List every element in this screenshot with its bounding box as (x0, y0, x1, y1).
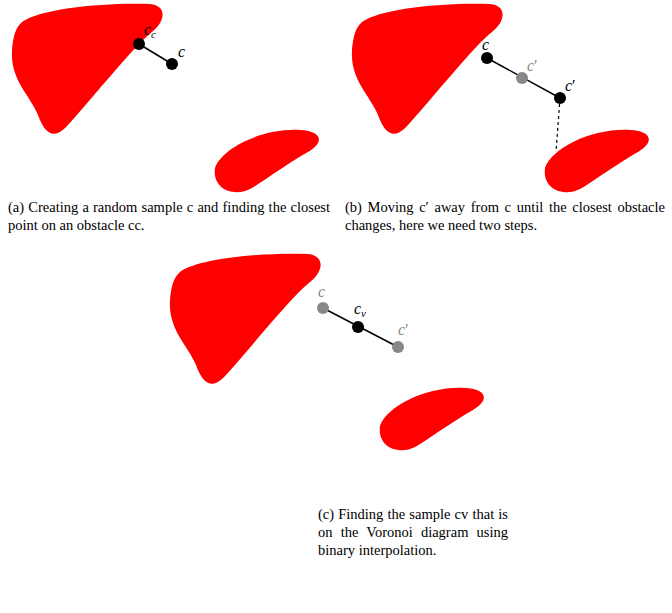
subscript: v (361, 307, 366, 319)
sample-dot (133, 38, 145, 50)
obstacle (380, 388, 484, 450)
obstacle (352, 4, 503, 134)
point-label: c′ (398, 322, 409, 338)
segment (487, 58, 560, 98)
math-symbol: c (178, 43, 185, 60)
subcaption: (a) Creating a random sample c and findi… (8, 198, 330, 234)
obstacle (215, 130, 319, 192)
point-label: c (482, 37, 489, 53)
point-label: c′ (527, 58, 538, 74)
subcaption: (c) Finding the sample cv that is on the… (318, 505, 508, 559)
sample-dot (554, 92, 566, 104)
obstacle (12, 4, 163, 134)
obstacle (170, 254, 321, 384)
point-label: cc (144, 22, 156, 38)
sample-dot (481, 52, 493, 64)
sample-dot (166, 58, 178, 70)
prime-mark: ′ (534, 57, 538, 74)
panel-b (352, 4, 649, 193)
panel-a (12, 4, 319, 193)
sample-dot (392, 341, 404, 353)
math-symbol: c (144, 21, 151, 38)
prime-mark: ′ (405, 321, 409, 338)
math-symbol: c (318, 283, 325, 300)
panel-c (170, 254, 484, 451)
math-symbol: c (482, 36, 489, 53)
distance-line (556, 98, 560, 152)
point-label: c′ (565, 78, 576, 94)
point-label: c (178, 44, 185, 60)
sample-dot (352, 321, 364, 333)
obstacle (545, 130, 649, 192)
point-label: c (318, 284, 325, 300)
sample-dot (516, 72, 528, 84)
math-symbol: c (398, 321, 405, 338)
math-symbol: c (354, 300, 361, 317)
math-symbol: c (527, 57, 534, 74)
math-symbol: c (565, 77, 572, 94)
sample-dot (317, 302, 329, 314)
point-label: cv (354, 301, 366, 317)
subscript: c (151, 28, 156, 40)
prime-mark: ′ (572, 77, 576, 94)
subcaption: (b) Moving c′ away from c until the clos… (345, 198, 665, 234)
